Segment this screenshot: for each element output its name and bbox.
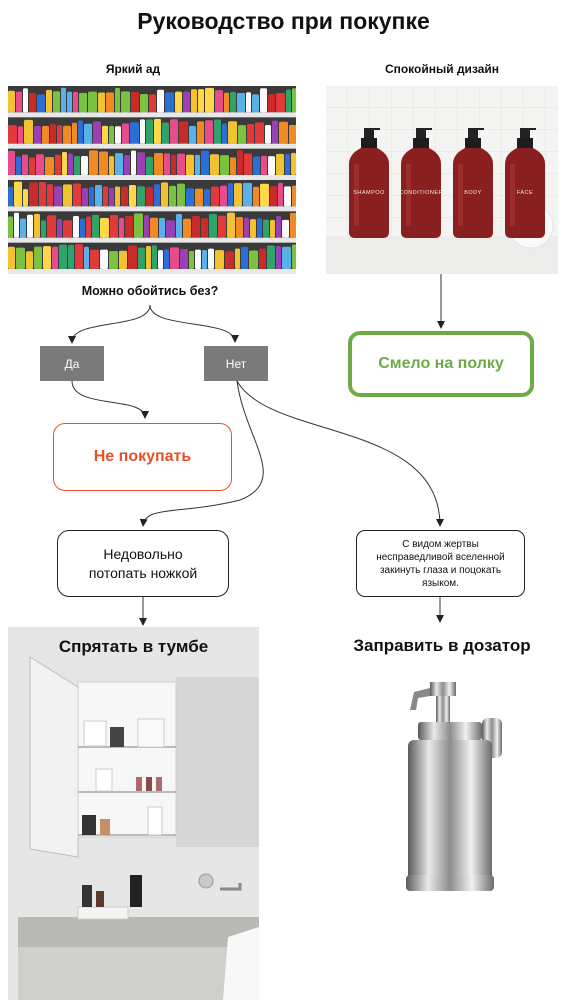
page-title: Руководство при покупке <box>137 8 430 34</box>
question-label: Можно обойтись без? <box>81 284 219 298</box>
bottle-body: BODY <box>450 128 496 238</box>
soap-dispenser-photo <box>380 670 520 905</box>
bottle-shampoo: SHAMPOO <box>346 128 392 238</box>
hide-in-cabinet-label: Спрятать в тумбе <box>58 637 209 656</box>
result-dont-buy: Не покупать <box>53 423 232 491</box>
answer-yes-box: Да <box>40 346 104 381</box>
bottle-label: FACE <box>516 190 534 196</box>
result-stomp: Недовольно потопать ножкой <box>57 530 229 597</box>
supermarket-shelves-photo <box>8 86 296 274</box>
bottle-label: CONDITIONER <box>399 190 443 196</box>
bottle-label: SHAMPOO <box>353 190 385 196</box>
answer-no-box: Нет <box>204 346 268 381</box>
bathroom-cabinet-photo: Спрятать в тумбе <box>8 627 259 1000</box>
bottle-conditioner: CONDITIONER <box>398 128 444 238</box>
bottle-label: BODY <box>464 190 482 196</box>
left-column-heading: Яркий ад <box>105 62 161 76</box>
bottle-face: FACE <box>502 128 548 238</box>
result-to-shelf: Смело на полку <box>348 331 534 397</box>
bottles-photo: SHAMPOO CONDITIONER BODY FACE <box>326 86 558 274</box>
result-eye-roll: С видом жертвы несправедливой вселенной … <box>356 530 525 597</box>
right-column-heading: Спокойный дизайн <box>384 62 500 76</box>
dispenser-label: Заправить в дозатор <box>353 636 531 655</box>
